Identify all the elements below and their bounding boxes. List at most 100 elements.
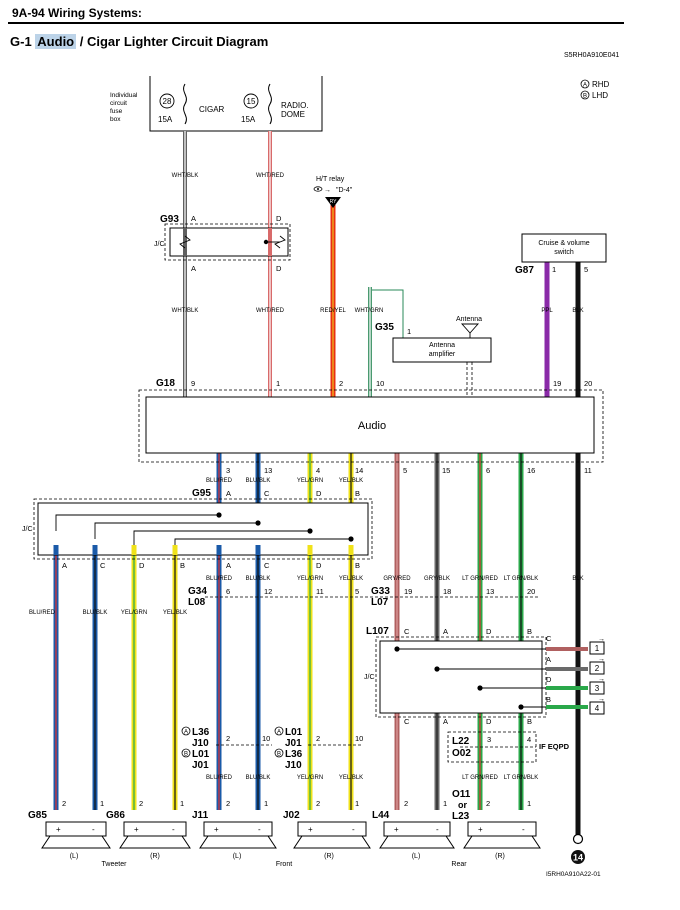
antenna-feed-line [372,289,404,338]
l107-side-d: D [546,675,552,684]
pin-6: 6 [486,466,490,475]
label-j01-b: J01 [285,738,302,749]
eye-icon [313,186,323,192]
section-title: G-1 Audio / Cigar Lighter Circuit Diagra… [10,34,268,49]
jc-bus-a [55,514,219,531]
tweeter-label: Tweeter [102,861,128,868]
wire-label-red-yel: RED/YEL [320,308,346,314]
label-l107: L107 [366,626,389,637]
fr-l-pin-2: 2 [226,799,230,808]
wire-label-wht-blk-2: WHT/BLK [172,308,199,314]
ground-badge [571,850,585,864]
legend-rhd: RHD [592,80,610,89]
front-l-pin-2: 2 [226,734,230,743]
tw-r-pin-2: 2 [139,799,143,808]
lhd-mark-2: B [277,752,281,758]
relay-icon [325,197,341,208]
g18-pin-19: 19 [553,379,561,388]
rear-right-speaker-minus: - [522,825,525,834]
front-r-pin-10: 10 [355,734,363,743]
l107-pin-b-bottom: B [527,717,532,726]
ht-relay-label: H/T relay [316,176,345,183]
label-g34: G34 [188,586,207,597]
fuse-28-name: CIGAR [199,105,225,114]
front-connectors: A L36 J10 B L01 J01 2 10 A L01 J01 B L36… [181,726,363,781]
label-o11: O11 [452,789,471,800]
rr-r-pin-2: 2 [486,799,490,808]
label-l44: L44 [372,810,390,821]
tweeter-left-speaker-plus: + [56,825,61,834]
label-blu-red-2: BLU/RED [206,576,233,582]
if-eqpd: L22 O02 3 4 IF EQPD LT GRN/RED LT GRN/BL… [447,731,570,781]
l107-pin-d-bottom: D [486,717,492,726]
arrow-4-icon: → [598,696,605,703]
g87-pin-1: 1 [552,265,556,274]
fuse-15-amp: 15A [241,115,256,124]
label-blu-blk-2: BLU/BLK [246,576,271,582]
l107-pin-b-top: B [527,627,532,636]
g95-pin-c: C [264,489,270,498]
label-l23: L23 [452,811,470,822]
label-g93: G93 [160,214,179,225]
ht-relay-ref: "D-4" [336,187,353,194]
label-j10-a: J10 [192,738,209,749]
footer-code: I5RH0A910A22-01 [546,871,601,878]
jc3-bus-c-node [394,646,400,652]
tweeter-r-side: (R) [150,853,160,860]
l107-pin-a-top: A [443,627,448,636]
front-r-pin-2: 2 [316,734,320,743]
jc-pin-b2: B [355,561,360,570]
label-blu-blk-1: BLU/BLK [246,478,271,484]
label-yel-blk-1: YEL/BLK [339,478,363,484]
if-pin-4: 4 [527,735,531,744]
rear-l-side: (L) [412,853,421,860]
jc-bus-a-node [216,512,222,518]
label-g87: G87 [515,265,534,276]
label-yel-grn-3: YEL/GRN [297,775,323,781]
rr-l-pin-1: 1 [443,799,447,808]
audio-lower-pins: 3 13 4 14 5 15 6 16 11 BLU/RED BLU/BLK Y… [192,466,592,499]
label-yel-blk-t: YEL/BLK [163,610,187,616]
jc-bus-c-node [255,520,261,526]
page-reference: 9A-94 Wiring Systems: [12,6,142,20]
pin-16: 16 [527,466,535,475]
ground-number: 14 [573,853,583,863]
fr-r-pin-1: 1 [355,799,359,808]
pin-11: 11 [584,466,592,475]
tweeter-left-speaker-minus: - [92,825,95,834]
l107-pin-c-top: C [404,627,410,636]
jc-pin-c: C [100,561,106,570]
label-blk-2: BLK [572,576,583,582]
jc-pin-a2: A [226,561,231,570]
g34-pin-12: 12 [264,587,272,596]
jc-pin-a: A [62,561,67,570]
g93-pin-d-top: D [276,214,282,223]
audio-label: Audio [358,420,386,432]
lhd-mark-1: B [184,752,188,758]
l107-side-b: B [546,695,551,704]
antenna-icon [460,323,480,334]
g95-jc-label: J/C [22,526,33,533]
label-yel-blk-2: YEL/BLK [339,576,363,582]
label-lt-grn-red: LT GRN/RED [462,576,498,582]
pin-3: 3 [226,466,230,475]
arrow-2-icon: → [598,656,605,663]
g93-jc-label: J/C [154,241,165,248]
g95-pin-b: B [355,489,360,498]
doc-code: S5RH0A910E041 [564,52,619,59]
fuse-28-icon [183,83,187,125]
wire-label-blk: BLK [572,308,583,314]
jc-pin-b: B [180,561,185,570]
front-right-speaker-cone [293,835,371,849]
jc-bus-c [94,522,258,539]
jc-pin-d2: D [316,561,322,570]
label-lt-grn-red-2: LT GRN/RED [462,775,498,781]
g18-pin-9: 9 [191,379,195,388]
legend-a-mark: A [583,83,587,89]
rear-left-speaker-cone [379,835,455,849]
label-j10-b: J10 [285,760,302,771]
